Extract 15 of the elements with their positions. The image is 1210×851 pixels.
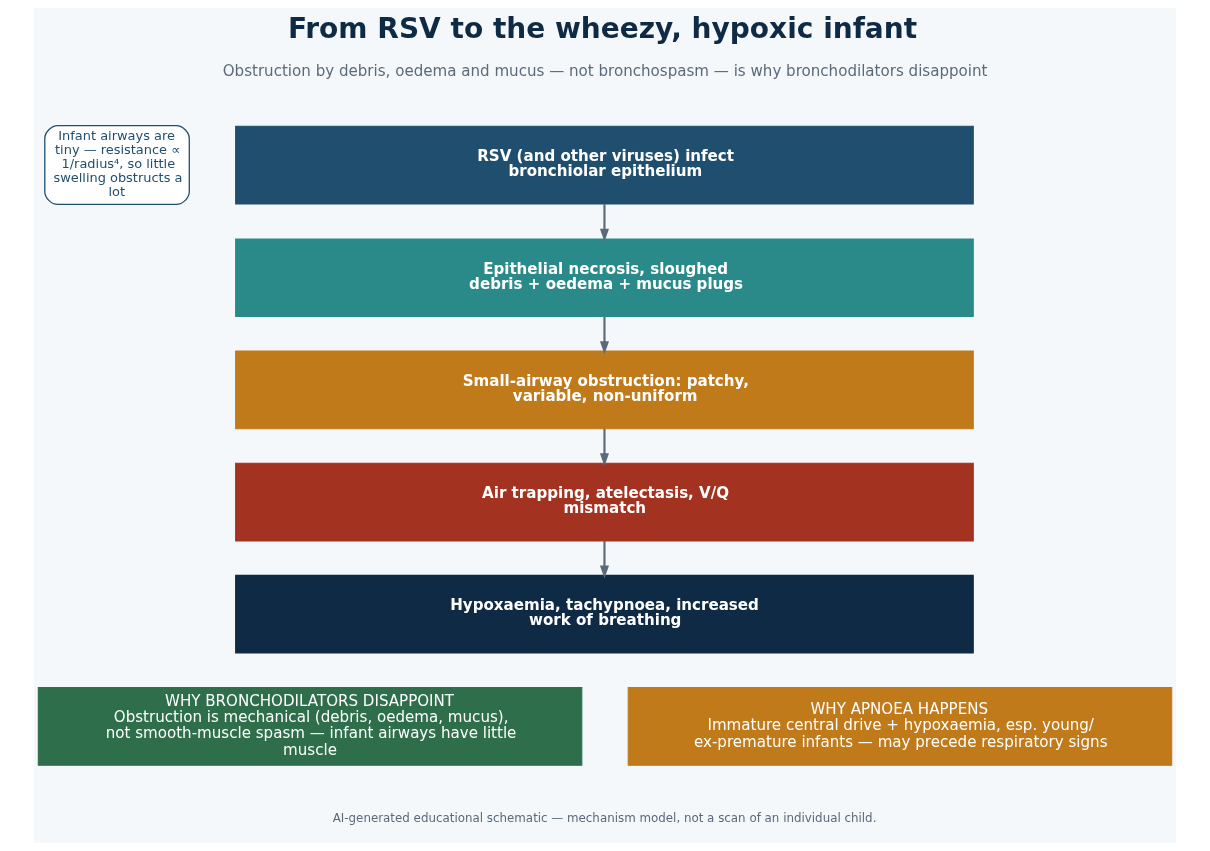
node-box: Epithelial necrosis, sloughed debris + oedema + mucus plugs — [235, 238, 974, 318]
arrow — [599, 428, 609, 467]
node-box: Infant airways are tiny — resistance ∝ 1/radius⁴, so little swelling obstructs a lot — [44, 125, 190, 206]
caption: AI-generated educational schematic — mechanism model, not a scan of an individual child. — [332, 811, 877, 826]
arrow — [599, 316, 609, 355]
arrow — [599, 204, 609, 242]
node-box: Air trapping, atelectasis, V/Q mismatch — [235, 462, 974, 542]
arrow — [599, 541, 609, 579]
node-box: Hypoxaemia, tachypnoea, increased work of breathing — [235, 574, 974, 654]
node-box: RSV (and other viruses) infect bronchiolar epithelium — [235, 125, 974, 205]
label: Obstruction by debris, oedema and mucus — not bronchospasm — is why bronchodilators disappoint — [222, 61, 988, 80]
node-box: WHY APNOEA HAPPENS Immature central drive + hypoxaemia, esp. young/ ex-premature infants — may precede respiratory signs — [627, 687, 1173, 766]
node-box: Small-airway obstruction: patchy, variable, non-uniform — [235, 350, 974, 430]
diagram-title: From RSV to the wheezy, hypoxic infant — [287, 12, 918, 46]
node-box: WHY BRONCHODILATORS DISAPPOINT Obstruction is mechanical (debris, oedema, mucus), not smooth-muscle spasm — infant airways have little muscle — [37, 687, 583, 766]
